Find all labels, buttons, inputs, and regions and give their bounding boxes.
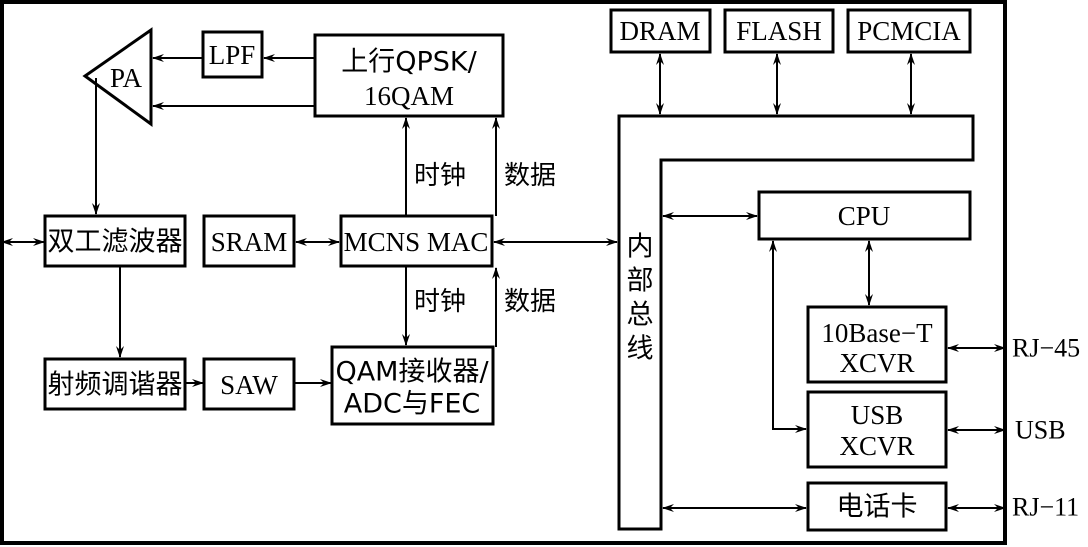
upstream-modulator-label-2: 16QAM (364, 81, 454, 111)
pcmcia-block (846, 8, 972, 54)
usb-xcvr-block (806, 390, 948, 469)
ethernet-xcvr-label-2: XCVR (839, 348, 914, 378)
pcmcia-label: PCMCIA (857, 16, 961, 46)
usb-xcvr-label-2: XCVR (839, 431, 914, 461)
internal-bus-label-2: 部 (627, 266, 654, 297)
qam-receiver-block (330, 345, 495, 426)
data-label-upper: 数据 (504, 161, 556, 191)
internal-bus-label-4: 线 (627, 334, 654, 365)
saw-label: SAW (220, 370, 278, 400)
internal-bus (617, 114, 975, 531)
clock-label-upper: 时钟 (414, 161, 466, 191)
rf-tuner-block (43, 357, 187, 411)
mcns-mac-label: MCNS MAC (344, 227, 489, 257)
dram-label: DRAM (619, 16, 700, 46)
flash-block (723, 8, 835, 54)
duplex-filter-label: 双工滤波器 (48, 227, 183, 258)
internal-bus-label-3: 总 (627, 300, 654, 331)
clock-label-lower: 时钟 (414, 287, 466, 317)
ethernet-xcvr-block (806, 305, 948, 384)
sram-label: SRAM (211, 227, 288, 257)
upstream-modulator-block (313, 33, 505, 118)
ethernet-xcvr-label-1: 10Base−T (821, 318, 933, 348)
lpf-label: LPF (209, 40, 256, 70)
flash-label: FLASH (736, 16, 822, 46)
pa-amplifier (82, 27, 153, 127)
arrow-cpu-usb (769, 240, 807, 433)
rj45-port-label: RJ−45 (1012, 334, 1080, 363)
qam-receiver-label-2: ADC与FEC (344, 389, 481, 420)
sram-block (202, 214, 296, 268)
phone-card-label: 电话卡 (837, 492, 918, 523)
usb-xcvr-label-1: USB (851, 400, 904, 430)
data-label-lower: 数据 (504, 287, 556, 317)
internal-bus-label-1: 内 (627, 232, 654, 263)
dram-block (609, 8, 712, 54)
rj11-port-label: RJ−11 (1012, 493, 1079, 522)
cpu-label: CPU (838, 201, 891, 231)
pa-label: PA (110, 63, 143, 93)
cpu-block (757, 190, 972, 241)
saw-filter-block (202, 357, 296, 411)
upstream-modulator-label-1: 上行QPSK/ (341, 47, 477, 78)
rf-tuner-label: 射频调谐器 (48, 370, 183, 401)
lpf-block (201, 30, 264, 79)
duplex-filter-block (43, 214, 187, 268)
usb-port-label: USB (1015, 416, 1066, 445)
qam-receiver-label-1: QAM接收器/ (335, 357, 489, 388)
phone-card-block (806, 481, 948, 532)
device-boundary (0, 0, 1007, 545)
mcns-mac-block (339, 214, 494, 268)
